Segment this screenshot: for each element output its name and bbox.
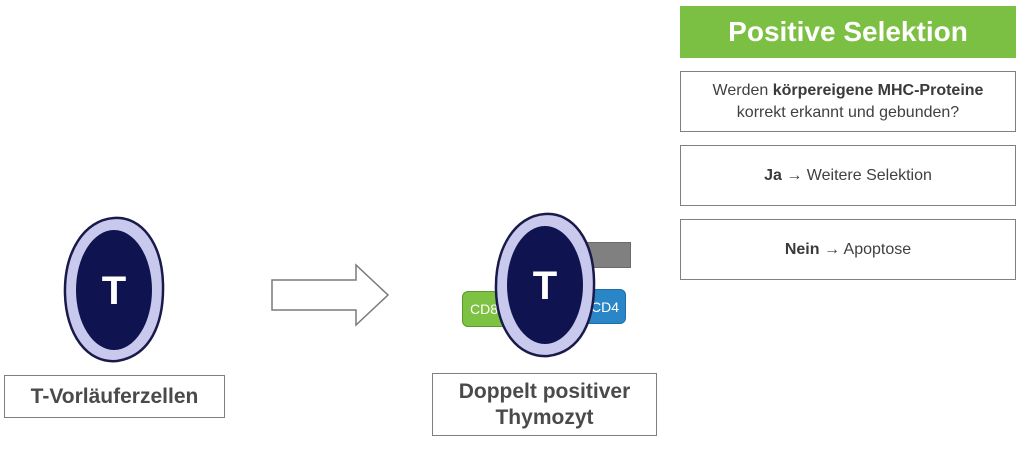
no-box: Nein → Apoptose	[680, 219, 1016, 280]
no-text: Nein → Apoptose	[785, 239, 911, 261]
yes-box: Ja → Weitere Selektion	[680, 145, 1016, 206]
t-cell-icon: T	[63, 216, 165, 363]
cell-letter-right: T	[533, 264, 557, 308]
right-label-line-2: Thymozyt	[495, 405, 594, 429]
question-suffix: korrekt erkannt und gebunden?	[736, 103, 960, 121]
left-label-box: T-Vorläuferzellen	[4, 375, 225, 418]
no-bold: Nein	[784, 240, 820, 258]
t-precursor-cell: T	[62, 214, 166, 364]
no-arrow-icon: →	[823, 240, 840, 258]
t-cell-icon: T	[494, 212, 596, 358]
cell-letter-left: T	[102, 269, 126, 313]
yes-bold: Ja	[764, 166, 782, 184]
title-banner: Positive Selektion	[680, 6, 1016, 58]
yes-arrow-icon: →	[786, 166, 803, 184]
no-outcome: Apoptose	[843, 240, 912, 258]
cd8-label: CD8	[470, 301, 499, 317]
yes-text: Ja → Weitere Selektion	[764, 165, 932, 187]
yes-outcome: Weitere Selektion	[806, 166, 932, 184]
question-bold: körpereigene MHC-Proteine	[772, 81, 984, 99]
title-text: Positive Selektion	[728, 16, 968, 47]
right-label-box: Doppelt positiver Thymozyt	[432, 373, 657, 436]
question-box: Werden körpereigene MHC-Proteine korrekt…	[680, 71, 1016, 132]
cd4-label: CD4	[590, 298, 619, 315]
double-positive-thymocyte: T	[493, 210, 597, 358]
right-arrow-icon	[270, 262, 392, 328]
question-text: Werden körpereigene MHC-Proteine korrekt…	[713, 80, 984, 124]
right-label-line-1: Doppelt positiver	[458, 379, 631, 403]
question-prefix: Werden	[712, 81, 773, 99]
left-label: T-Vorläuferzellen	[30, 384, 199, 408]
